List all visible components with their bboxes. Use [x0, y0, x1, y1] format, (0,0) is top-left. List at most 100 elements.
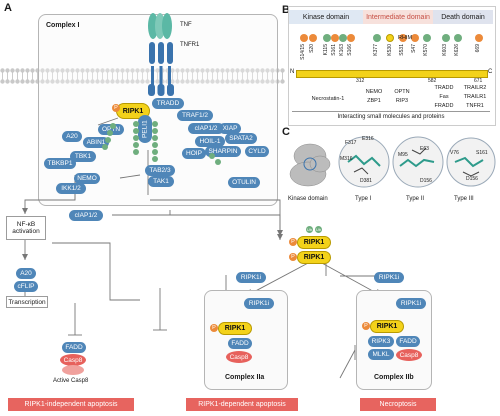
death-domain-header: Death domain — [433, 10, 493, 24]
type-ii-res-e63: E63 — [420, 146, 429, 152]
b-tradd: TRADD — [434, 85, 454, 91]
site-k603: K603 — [442, 44, 448, 56]
a20: A20 — [62, 131, 82, 142]
site-k570: K570 — [423, 44, 429, 56]
c-kinase-domain: Kinase domain — [288, 196, 328, 202]
kinase-domain-header: Kinase domain — [289, 10, 363, 24]
iia-fadd: FADD — [228, 338, 252, 349]
sharpin: SHARPIN — [205, 146, 241, 157]
site-icon — [331, 34, 339, 42]
tnfr1-icon — [148, 42, 174, 96]
ripk1-protein-bar — [296, 70, 488, 78]
otulin: OTULIN — [228, 177, 260, 188]
a20-out: A20 — [16, 268, 36, 279]
iib-mlkl: MLKL — [368, 349, 394, 360]
site-icon — [373, 34, 381, 42]
casp8-left: Casp8 — [60, 354, 86, 366]
ikk: IKK1/2 — [56, 183, 86, 194]
site-icon — [386, 34, 394, 42]
site-s531: S531 — [399, 44, 405, 56]
iib-ripk3: RIPK3 — [368, 336, 394, 347]
site-s20: S20 — [309, 44, 315, 53]
site-k626: K626 — [454, 44, 460, 56]
b-optn: OPTN — [394, 89, 410, 95]
watermark: 知乎 @AIDD Pro — [392, 390, 453, 399]
nemo: NEMO — [74, 173, 100, 184]
complex-i-label: Complex I — [46, 22, 80, 29]
panel-b-label: B — [282, 4, 290, 16]
tab: TAB2/3 — [145, 165, 175, 176]
site-s161: S161 — [331, 44, 337, 56]
active-casp8: Active Casp8 — [53, 378, 89, 384]
type-i-label: Type I — [355, 196, 372, 202]
tak1: TAK1 — [148, 176, 174, 187]
casp8-left-b — [62, 365, 84, 375]
site-icon — [323, 34, 331, 42]
pos-582: 582 — [428, 78, 437, 84]
iib-fadd: FADD — [396, 336, 420, 347]
traf: TRAF1/2 — [177, 110, 213, 121]
site-k115: K115 — [323, 44, 329, 56]
tnfr1-label: TNFR1 — [180, 42, 200, 48]
type-ii-res-d156: D156 — [420, 178, 432, 184]
b-trailr1: TRAILR1 — [463, 94, 487, 100]
banner-ripk1-dependent: RIPK1-dependent apoptosis — [186, 398, 298, 411]
site-k163: K163 — [339, 44, 345, 56]
ciap: cIAP1/2 — [188, 123, 224, 134]
type-iii-res-d156: D156 — [466, 176, 478, 182]
site-icon — [423, 34, 431, 42]
kinase-structure-icon — [289, 143, 331, 187]
tbkbp1: TBKBP1 — [44, 158, 76, 169]
hoil: HOIL-1 — [195, 136, 225, 147]
ripk1i-iia: RIPK1i — [244, 298, 274, 309]
b-nemo: NEMO — [365, 89, 383, 95]
complex-iib-label: Complex IIb — [374, 374, 414, 381]
type-iii-res-s161: S161 — [476, 150, 488, 156]
type-i-structure-icon — [338, 136, 390, 188]
ripk1i-iib: RIPK1i — [396, 298, 426, 309]
site-s14: S14/15 — [300, 44, 306, 60]
site-icon — [339, 34, 347, 42]
panel-c-label: C — [282, 126, 290, 138]
ubiquitin-chains-icon — [102, 121, 221, 165]
tbk1: TBK1 — [70, 151, 96, 162]
complex-iia-label: Complex IIa — [225, 374, 265, 381]
banner-ripk1-independent: RIPK1-independent apoptosis — [8, 398, 134, 411]
tradd: TRADD — [152, 98, 184, 109]
ripk1-mid-top: RIPK1 — [297, 236, 331, 249]
rhim-label: RHIM — [398, 35, 413, 41]
site-s166: S166 — [347, 44, 353, 56]
ubiquitin-mid-2: Ub — [315, 226, 322, 233]
site-k377: K377 — [373, 44, 379, 56]
site-icon — [309, 34, 317, 42]
type-i-res-e316: E316 — [362, 136, 374, 142]
b-trailr2: TRAILR2 — [463, 85, 487, 91]
xiap: XIAP — [219, 123, 241, 134]
type-i-res-f317: F317 — [345, 140, 357, 146]
site-icon — [399, 34, 407, 42]
site-669: 669 — [475, 44, 481, 53]
n-terminus: N — [290, 69, 295, 75]
ripk1-mid-bot: RIPK1 — [297, 251, 331, 264]
b-zbp1: ZBP1 — [367, 98, 381, 104]
cyld: CYLD — [245, 146, 269, 157]
pos-312: 312 — [356, 78, 365, 84]
nfkb-activation: NF-κB activation — [6, 216, 46, 240]
type-iii-label: Type III — [454, 196, 474, 202]
panel-a-label: A — [4, 2, 12, 14]
optn: OPTN — [98, 124, 124, 135]
type-ii-structure-icon — [392, 136, 444, 188]
cflip: cFLIP — [14, 281, 38, 292]
abin1: ABIN1 — [83, 137, 109, 148]
intermediate-domain-header: Intermediate domain — [363, 10, 433, 24]
banner-necroptosis: Necroptosis — [360, 398, 436, 411]
site-icon — [475, 34, 483, 42]
phospho-mid-1: P — [289, 238, 297, 246]
interacting-label: Interacting small molecules and proteins — [337, 114, 445, 120]
site-icon — [411, 34, 419, 42]
phospho-complex-i: P — [112, 104, 120, 112]
iia-casp8: Casp8 — [226, 351, 252, 363]
hoip: HOIP — [182, 148, 206, 159]
b-tnfr1: TNFR1 — [466, 103, 484, 109]
ciap-out: cIAP1/2 — [69, 210, 103, 221]
